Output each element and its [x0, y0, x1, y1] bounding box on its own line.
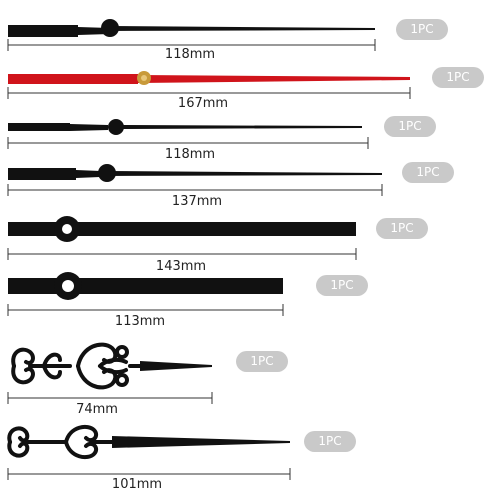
length-label-1: 118mm	[164, 47, 216, 62]
clock-hand-6	[8, 272, 283, 300]
qty-badge-5: 1PC	[376, 218, 428, 239]
length-label-3: 118mm	[164, 147, 216, 162]
dimension-line-2	[7, 87, 411, 99]
dimension-line-6	[7, 304, 284, 316]
dimension-line-7	[7, 392, 213, 404]
clock-hand-8-ornate	[7, 424, 122, 460]
dimension-line-1	[7, 39, 376, 51]
clock-hand-4	[8, 164, 382, 182]
length-label-4: 137mm	[171, 194, 223, 209]
qty-badge-4: 1PC	[402, 162, 454, 183]
clock-hand-8-pointer	[112, 436, 290, 448]
dimension-line-8	[7, 468, 291, 480]
dimension-line-3	[7, 137, 369, 149]
length-label-8: 101mm	[111, 477, 163, 492]
length-label-5: 143mm	[155, 259, 207, 274]
length-label-2: 167mm	[177, 96, 229, 111]
length-label-6: 113mm	[114, 314, 166, 329]
qty-badge-3: 1PC	[384, 116, 436, 137]
qty-badge-7: 1PC	[236, 351, 288, 372]
clock-hand-3	[8, 119, 362, 135]
dimension-line-4	[7, 184, 383, 196]
clock-hand-5	[8, 216, 356, 242]
qty-badge-8: 1PC	[304, 431, 356, 452]
clock-hand-7-pointer	[140, 361, 212, 371]
qty-badge-6: 1PC	[316, 275, 368, 296]
dimension-line-5	[7, 248, 357, 260]
clock-hand-7-ornate	[11, 342, 150, 390]
clock-hand-1	[8, 19, 375, 37]
qty-badge-1: 1PC	[396, 19, 448, 40]
qty-badge-2: 1PC	[432, 67, 484, 88]
length-label-7: 74mm	[76, 402, 118, 417]
clock-hand-2-red	[8, 71, 410, 85]
